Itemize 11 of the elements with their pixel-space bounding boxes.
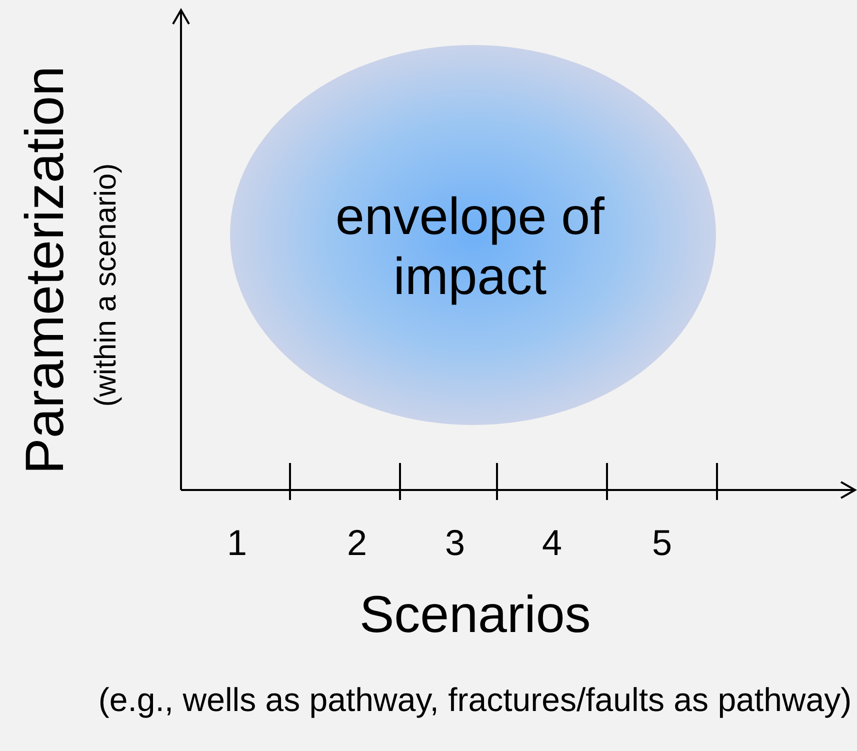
tick-label: 3 bbox=[445, 525, 466, 561]
axis-title: Parameterization bbox=[18, 66, 72, 474]
axis-subtitle: (e.g., wells as pathway, fractures/faults as pathway) bbox=[97, 680, 853, 720]
tick-label: 5 bbox=[652, 525, 672, 561]
axis-title: Scenarios bbox=[360, 589, 591, 641]
tick-label: 2 bbox=[347, 525, 368, 561]
tick-label: 4 bbox=[542, 525, 562, 561]
ellipse-label: envelope of impact bbox=[334, 188, 606, 308]
envelope-ellipse bbox=[230, 45, 716, 425]
axis-subtitle: (within a scenario) bbox=[91, 163, 122, 407]
tick-label: 1 bbox=[227, 525, 248, 561]
